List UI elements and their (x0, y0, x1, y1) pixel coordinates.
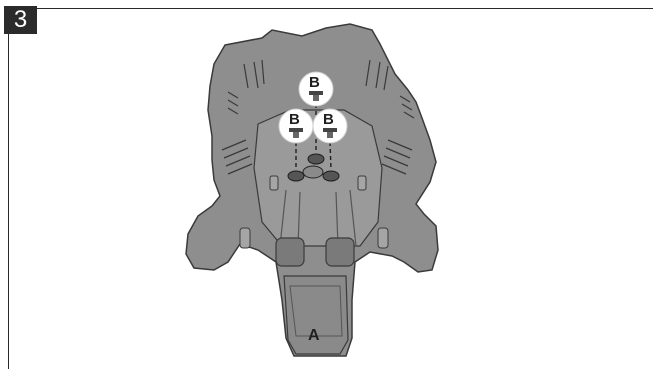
part-a-label: A (308, 327, 320, 344)
callout-b-right: B (313, 109, 347, 143)
callout-b-top: B (299, 72, 333, 106)
callout-b-right-label: B (323, 111, 334, 128)
callout-b-left: B (279, 109, 313, 143)
callout-b-top-label: B (309, 74, 320, 91)
callout-b-left-label: B (289, 111, 300, 128)
